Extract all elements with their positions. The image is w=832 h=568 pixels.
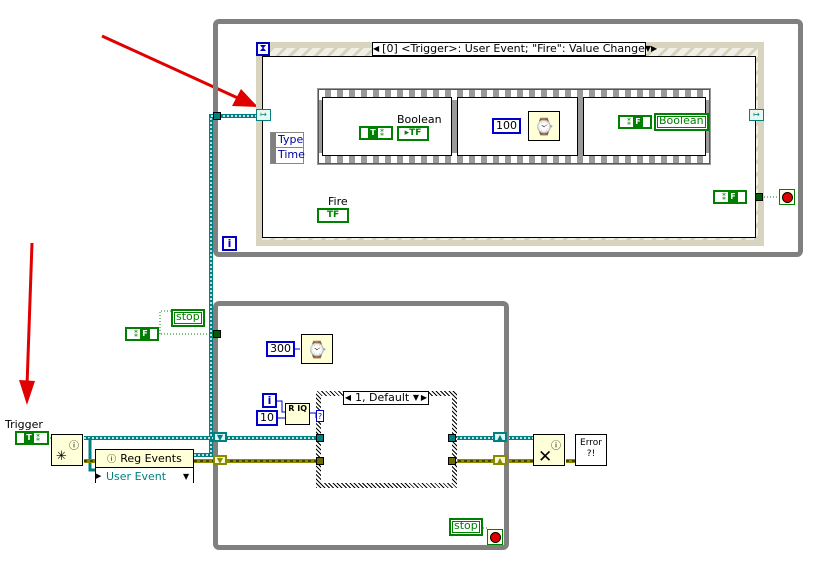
consumer-while-loop[interactable]: [213, 301, 509, 550]
user-event-icon: ⓘ: [551, 441, 561, 452]
stop-icon: [781, 191, 793, 203]
selector-dropdown-icon[interactable]: ▼: [644, 44, 652, 53]
error-shift-register-left: ▼: [213, 455, 227, 465]
case-selector-terminal: ?: [316, 410, 324, 422]
toggle-glyph-icon: ⁑: [134, 329, 138, 339]
case-selector[interactable]: ◀ 1, Default ▼ ▶: [343, 391, 429, 405]
destroy-x-icon: ✕: [538, 447, 553, 467]
event-loop-iteration-terminal: i: [222, 236, 237, 251]
create-user-event-function[interactable]: ⓘ ✳: [51, 434, 83, 466]
boolean-indicator-label: Boolean: [397, 113, 442, 126]
divisor-10-constant[interactable]: 10: [256, 410, 278, 426]
stop-local-tunnel: [213, 330, 221, 338]
dropdown-icon[interactable]: ▼: [183, 471, 190, 481]
boolean-local-variable[interactable]: Boolean: [654, 113, 709, 131]
case-decrement-icon[interactable]: ◀: [344, 393, 352, 402]
case-dropdown-icon[interactable]: ▼: [412, 393, 420, 402]
reg-events-item[interactable]: ▶ User Event ▼: [96, 468, 193, 484]
consumer-loop-stop-terminal[interactable]: [487, 529, 503, 545]
stop-icon: [489, 531, 501, 543]
simple-error-handler[interactable]: Error ?!: [575, 434, 607, 466]
false-constant[interactable]: ⁑ F: [618, 115, 652, 129]
create-icon: ✳: [56, 449, 67, 464]
watch-icon: ⌚: [307, 339, 327, 359]
stop-init-false-constant[interactable]: ⁑ F: [125, 327, 159, 341]
event-registration-wire: [194, 114, 262, 457]
toggle-glyph-icon: ⁑: [36, 433, 40, 443]
event-case-label: [0] <Trigger>: User Event; "Fire": Value…: [382, 42, 645, 55]
case-event-tunnel-out: [448, 434, 456, 442]
wait-300-constant[interactable]: 300: [266, 341, 295, 357]
wait-ms-function[interactable]: ⌚: [528, 111, 560, 141]
toggle-glyph-icon: ⁑: [380, 128, 384, 138]
trigger-constant[interactable]: T ⁑: [15, 431, 49, 445]
dynamic-event-terminal-left: ↦: [256, 109, 271, 121]
case-increment-icon[interactable]: ▶: [420, 393, 428, 402]
event-timeout-terminal: ⧗: [256, 42, 270, 56]
selector-decrement-icon[interactable]: ◀: [373, 44, 380, 53]
event-shift-register-right: ▲: [493, 432, 507, 442]
event-data-type[interactable]: Type: [276, 133, 304, 148]
reg-events-header: ⓘ Reg Events: [96, 450, 193, 468]
case-event-tunnel-in: [316, 434, 324, 442]
user-event-refnum-wire: [84, 436, 540, 472]
case-error-tunnel-out: [448, 457, 456, 465]
event-shift-register-left: ▼: [213, 432, 227, 442]
wait-100-constant[interactable]: 100: [492, 118, 521, 134]
event-data-node: Type Time: [270, 132, 305, 164]
toggle-glyph-icon: ⁑: [722, 192, 726, 202]
fire-control[interactable]: TF: [317, 208, 349, 223]
quotient-remainder-function[interactable]: R IQ: [285, 403, 310, 425]
reg-events-icon: ⓘ: [107, 455, 117, 465]
event-data-time[interactable]: Time: [278, 148, 305, 161]
event-reg-tunnel-top: [213, 112, 221, 120]
annotation-arrow-2: [19, 242, 35, 405]
destroy-user-event-function[interactable]: ⓘ ✕: [533, 434, 565, 467]
consumer-loop-iteration-terminal: i: [262, 393, 277, 408]
user-event-icon: ⓘ: [69, 441, 79, 452]
event-loop-stop-terminal[interactable]: [779, 189, 795, 205]
dynamic-event-terminal-right: ↦: [749, 109, 764, 121]
case-error-tunnel-in: [316, 457, 324, 465]
event-stop-false-constant[interactable]: ⁑ F: [713, 190, 747, 204]
error-shift-register-right: ▲: [493, 455, 507, 465]
toggle-glyph-icon: ⁑: [627, 117, 631, 127]
stop-indicator[interactable]: stop: [449, 518, 483, 536]
case-label: 1, Default: [355, 391, 410, 404]
register-for-events-node[interactable]: ⓘ Reg Events ▶ User Event ▼: [95, 449, 194, 484]
boolean-indicator[interactable]: ▸TF: [397, 126, 429, 141]
watch-icon: ⌚: [534, 116, 554, 136]
fire-control-label: Fire: [328, 195, 348, 208]
consumer-wait-ms-function[interactable]: ⌚: [301, 334, 333, 364]
trigger-label: Trigger: [5, 418, 43, 431]
event-while-loop[interactable]: [213, 19, 803, 257]
stop-tunnel: [755, 193, 763, 201]
case-structure[interactable]: [316, 391, 457, 488]
true-constant[interactable]: T ⁑: [359, 126, 393, 140]
event-case-selector[interactable]: ◀ [0] <Trigger>: User Event; "Fire": Val…: [372, 42, 657, 56]
stop-local-variable[interactable]: stop: [171, 309, 205, 327]
selector-increment-icon[interactable]: ▶: [651, 44, 658, 53]
